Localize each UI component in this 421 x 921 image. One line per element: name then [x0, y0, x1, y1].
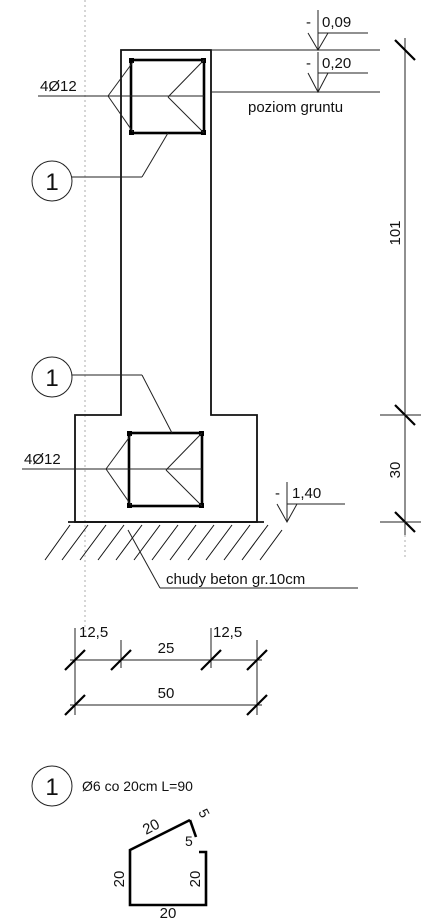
horizontal-dim-tick — [200, 649, 222, 671]
base-leader — [127, 529, 161, 589]
level-second-value: 0,20 — [322, 55, 351, 72]
lower-position-marker-number: 1 — [45, 365, 58, 392]
lower-rebar-leader — [105, 468, 132, 506]
stirrup-position-marker — [31, 765, 73, 807]
level-second-triangle — [307, 72, 329, 94]
stirrup-shape — [128, 818, 208, 907]
upper-bar — [129, 58, 134, 63]
level-bottom-sign: - — [275, 485, 280, 502]
horizontal-dim-tick — [64, 649, 86, 671]
stirrup-dim-hook-vertical: 5 — [185, 833, 193, 849]
stirrup-dim-slope: 20 — [140, 816, 163, 839]
lower-rebar-label: 4Ø12 — [24, 451, 61, 468]
hatch-lines — [44, 524, 283, 561]
upper-rebar-label: 4Ø12 — [40, 78, 77, 95]
vertical-dim-upper: 101 — [387, 220, 404, 245]
stirrup-dim-bottom: 20 — [160, 905, 177, 921]
horizontal-dim-tick — [246, 649, 268, 671]
level-top-sign: - — [306, 14, 311, 31]
lower-position-marker — [31, 356, 73, 398]
upper-rebar-leader — [107, 61, 134, 97]
upper-marker-leader — [141, 132, 169, 178]
column-outline — [74, 49, 258, 523]
stirrup-spec: Ø6 co 20cm L=90 — [82, 778, 193, 794]
horizontal-dim-total: 50 — [158, 685, 175, 702]
upper-bar — [129, 130, 134, 135]
lower-bar — [127, 503, 132, 508]
stirrup-dim-right: 20 — [187, 871, 204, 888]
lower-rebar-leader — [105, 434, 132, 470]
vertical-dim-lower: 30 — [387, 462, 404, 479]
vertical-dim-tick — [394, 39, 416, 61]
lower-stirrup-hook — [165, 432, 203, 471]
lower-marker-leader — [141, 374, 173, 434]
level-top-value: 0,09 — [322, 14, 351, 31]
ground-level-label: poziom gruntu — [248, 99, 343, 116]
lean-concrete-base — [40, 522, 292, 562]
stirrup-hook — [188, 819, 198, 838]
level-bottom-value: 1,40 — [292, 485, 321, 502]
base-label: chudy beton gr.10cm — [166, 571, 305, 588]
stirrup-dim-left: 20 — [111, 871, 128, 888]
upper-stirrup-hook — [167, 96, 205, 134]
upper-position-marker — [31, 160, 73, 202]
horizontal-dim-right: 12,5 — [213, 624, 242, 641]
upper-position-marker-number: 1 — [45, 169, 58, 196]
horizontal-dim-tick — [110, 649, 132, 671]
level-bottom-triangle — [276, 503, 298, 524]
horizontal-dim-tick — [64, 694, 86, 716]
horizontal-dim-middle: 25 — [158, 640, 175, 657]
lower-stirrup-hook — [165, 469, 203, 507]
stirrup-dim-hook: 5 — [195, 806, 213, 821]
lower-bar — [127, 431, 132, 436]
upper-stirrup-hook — [167, 59, 205, 98]
horizontal-dim-tick — [246, 694, 268, 716]
level-second-sign: - — [306, 55, 311, 72]
level-top-triangle — [307, 32, 329, 51]
upper-rebar-leader — [107, 95, 134, 133]
stirrup-position-marker-number: 1 — [45, 774, 58, 801]
horizontal-dim-left: 12,5 — [79, 624, 108, 641]
